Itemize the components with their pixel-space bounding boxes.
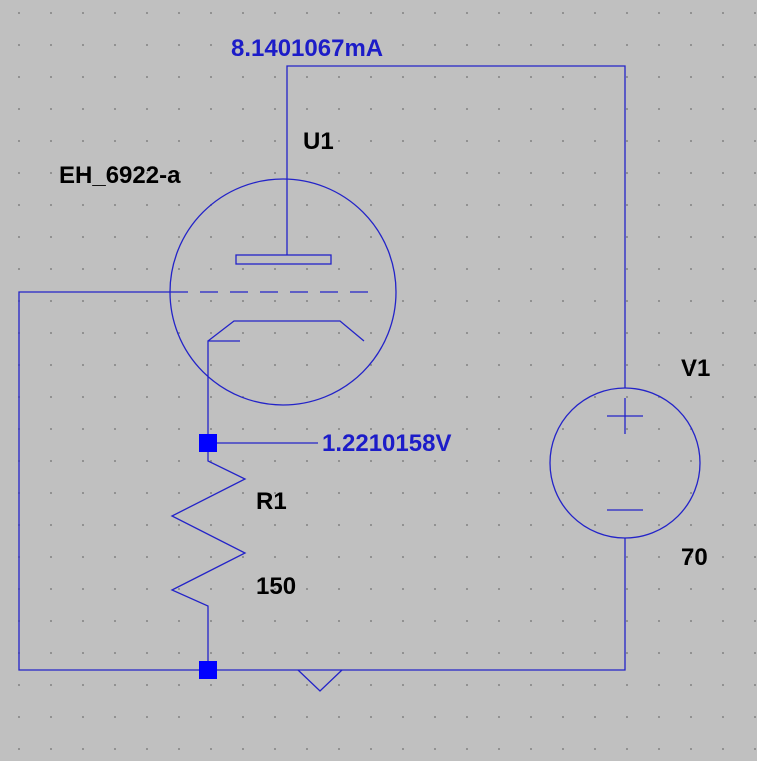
wires xyxy=(18,65,626,671)
wire-plate-to-v1[interactable] xyxy=(286,65,626,388)
plate-current-readout[interactable]: 8.1401067mA xyxy=(231,35,384,62)
tube-cathode xyxy=(207,320,365,410)
tube-model-label[interactable]: EH_6922-a xyxy=(59,162,181,189)
resistor-r1[interactable] xyxy=(170,452,247,612)
ground-node[interactable] xyxy=(199,661,217,679)
source-reference-label[interactable]: V1 xyxy=(681,355,711,382)
triode-u1[interactable] xyxy=(169,178,397,410)
source-value-label[interactable]: 70 xyxy=(681,544,708,571)
ground-symbol[interactable] xyxy=(297,669,343,692)
wire-ground-to-grid[interactable] xyxy=(18,291,208,671)
cathode-voltage-readout[interactable]: 1.2210158V xyxy=(322,430,452,457)
wire-v1-to-ground[interactable] xyxy=(208,538,626,671)
cathode-node[interactable] xyxy=(199,434,217,452)
voltage-source-v1[interactable] xyxy=(549,387,701,539)
resistor-reference-label[interactable]: R1 xyxy=(256,488,287,515)
tube-plate xyxy=(235,254,332,265)
source-body xyxy=(549,387,701,539)
resistor-value-label[interactable]: 150 xyxy=(256,573,297,600)
tube-reference-label[interactable]: U1 xyxy=(303,128,334,155)
